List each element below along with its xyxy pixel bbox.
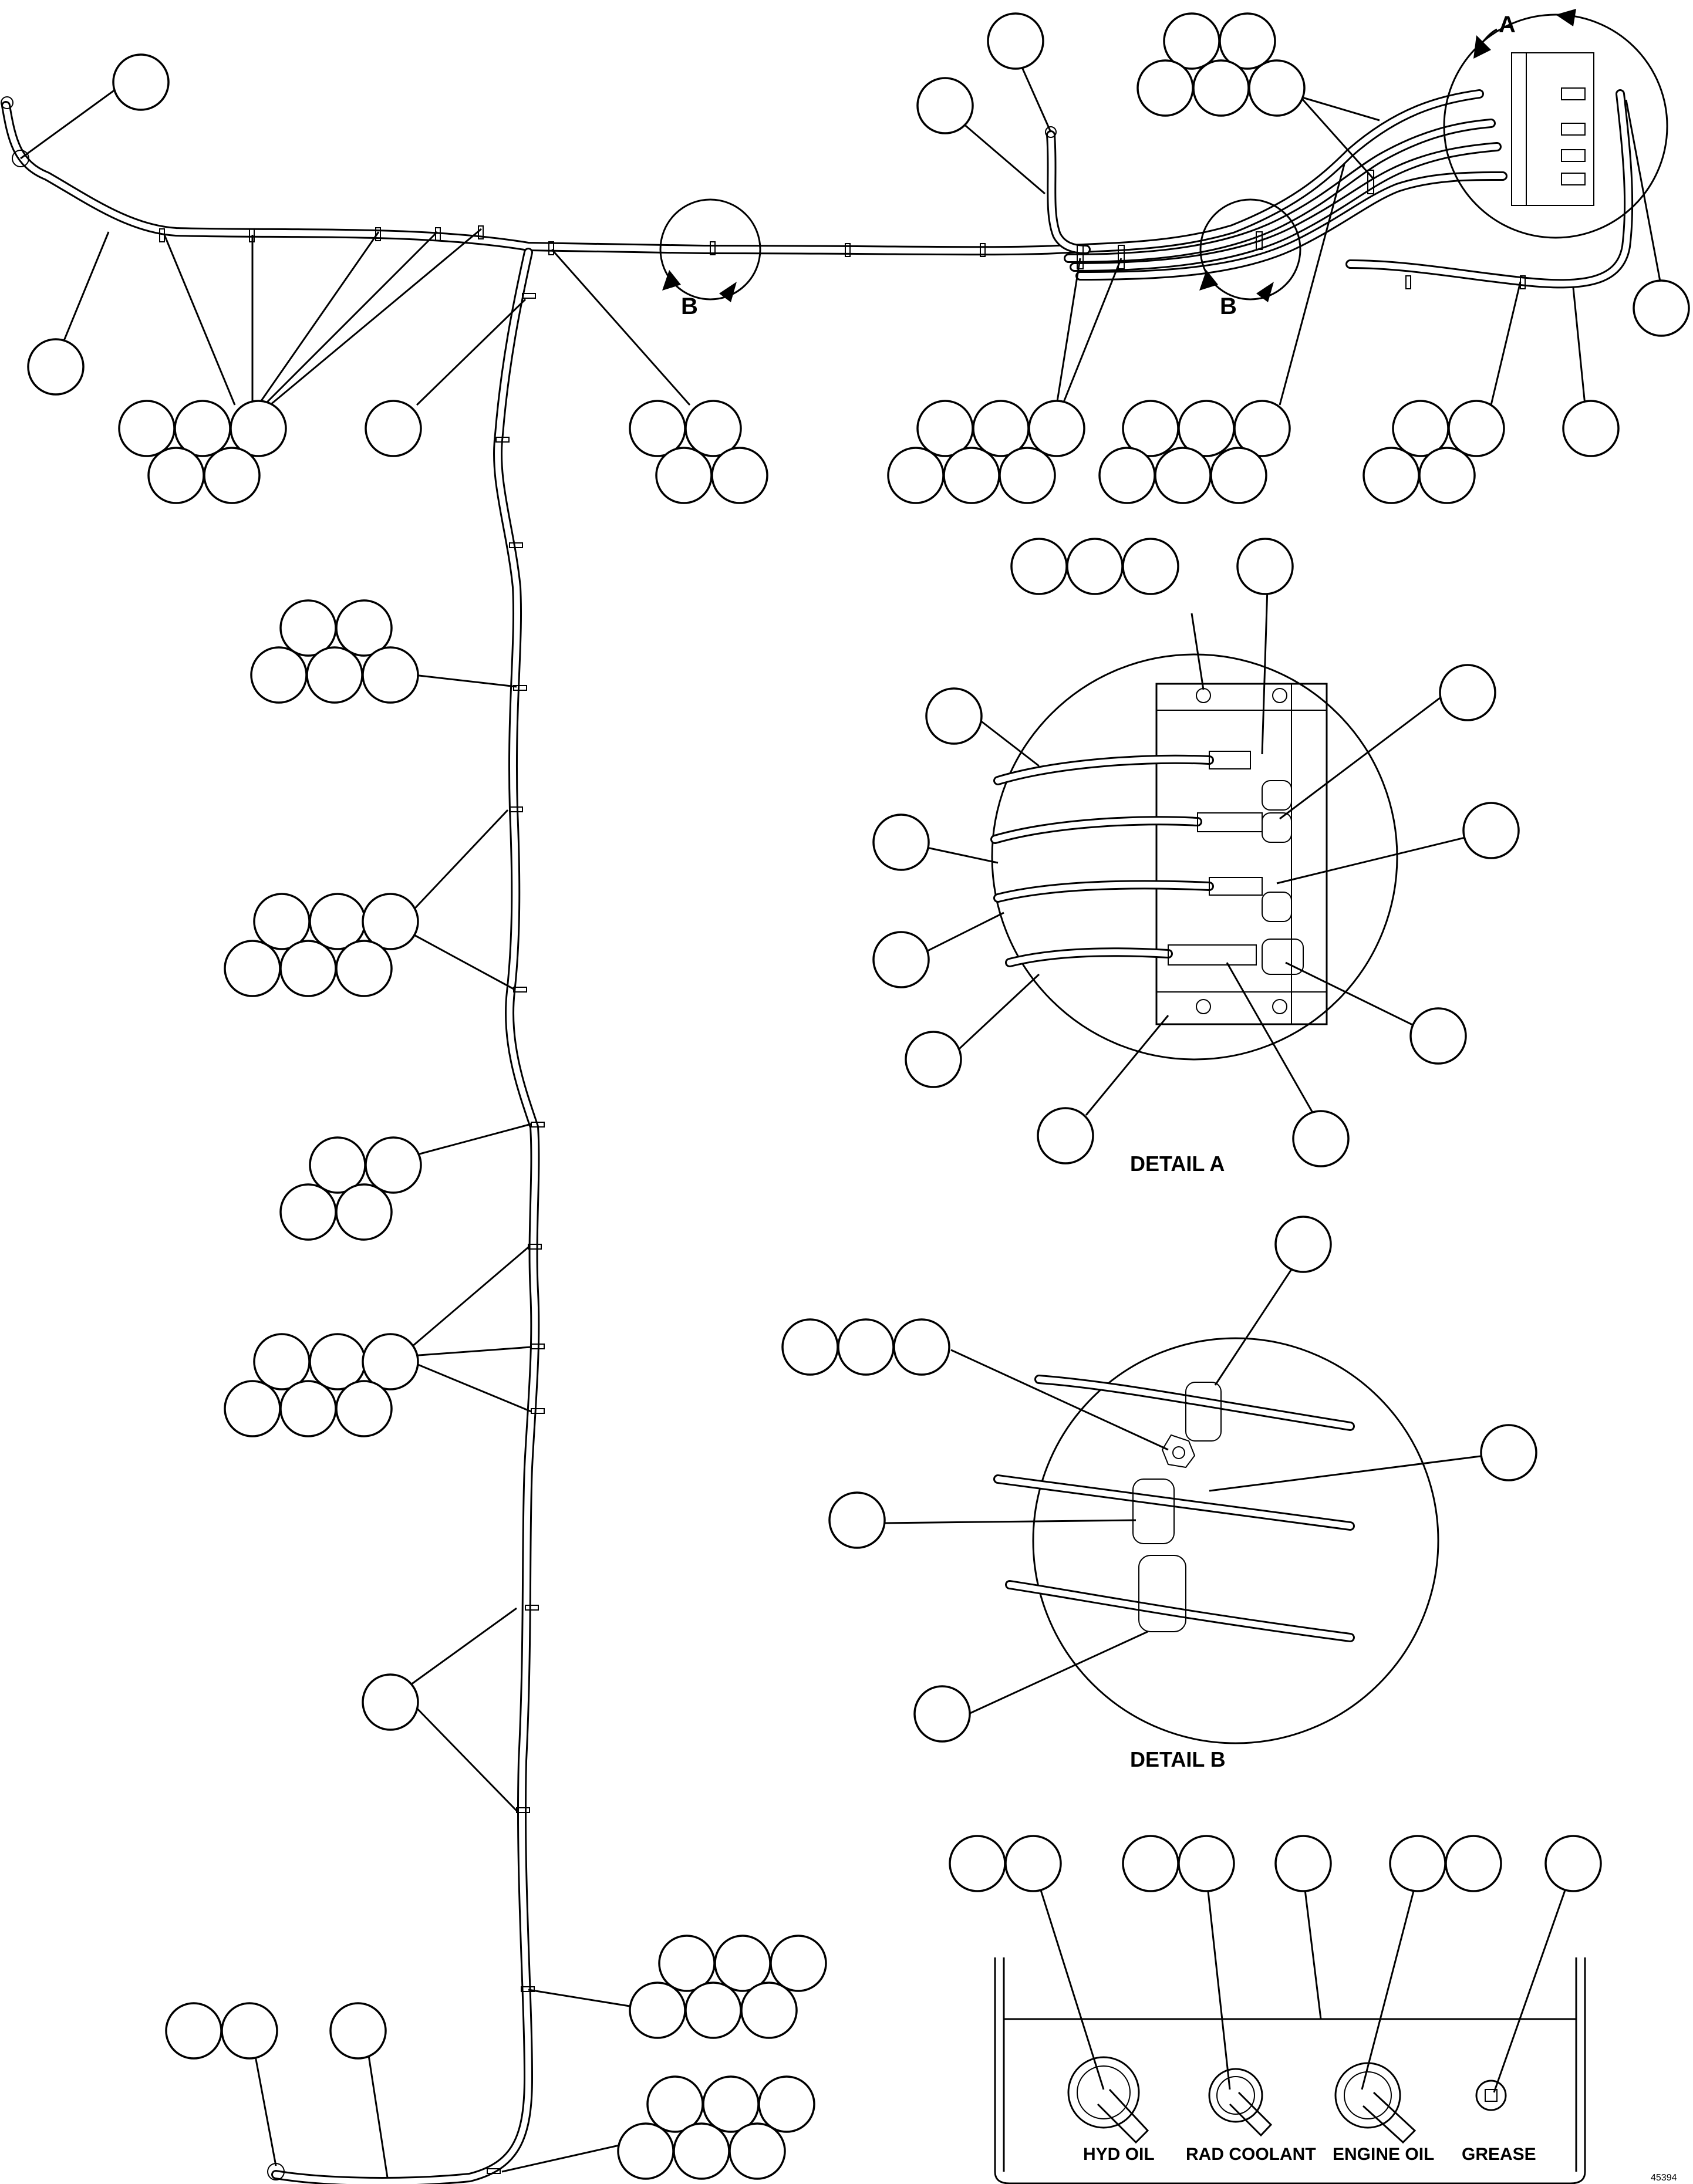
view-marker-b-left: B bbox=[659, 198, 761, 319]
callout-bubbles bbox=[20, 12, 1690, 504]
view-label-a: A bbox=[1499, 12, 1516, 38]
rad-coolant-label: RAD COOLANT bbox=[1186, 2145, 1316, 2164]
view-marker-a: A bbox=[1443, 9, 1668, 239]
service-panel: HYD OIL RAD COOLANT ENGINE OIL GREASE bbox=[949, 1835, 1602, 2184]
view-marker-b-right: B bbox=[1199, 198, 1301, 319]
grease-label: GREASE bbox=[1462, 2145, 1536, 2164]
plate-bolts bbox=[1196, 688, 1287, 1014]
harness-clamps bbox=[159, 170, 1526, 2174]
engine-oil-label: ENGINE OIL bbox=[1333, 2145, 1434, 2164]
detail-a-title: DETAIL A bbox=[1130, 1152, 1225, 1176]
main-hose-harness bbox=[1, 89, 1634, 2184]
view-label-b: B bbox=[681, 293, 698, 319]
left-column-callouts bbox=[165, 599, 827, 2180]
drawing-reference-number: 45394 bbox=[1651, 2173, 1677, 2183]
detail-b: DETAIL B bbox=[781, 1216, 1537, 1771]
view-label-b-right: B bbox=[1220, 293, 1237, 319]
detail-a: DETAIL A bbox=[872, 538, 1520, 1176]
hyd-oil-label: HYD OIL bbox=[1083, 2145, 1155, 2164]
detail-b-title: DETAIL B bbox=[1130, 1747, 1226, 1771]
